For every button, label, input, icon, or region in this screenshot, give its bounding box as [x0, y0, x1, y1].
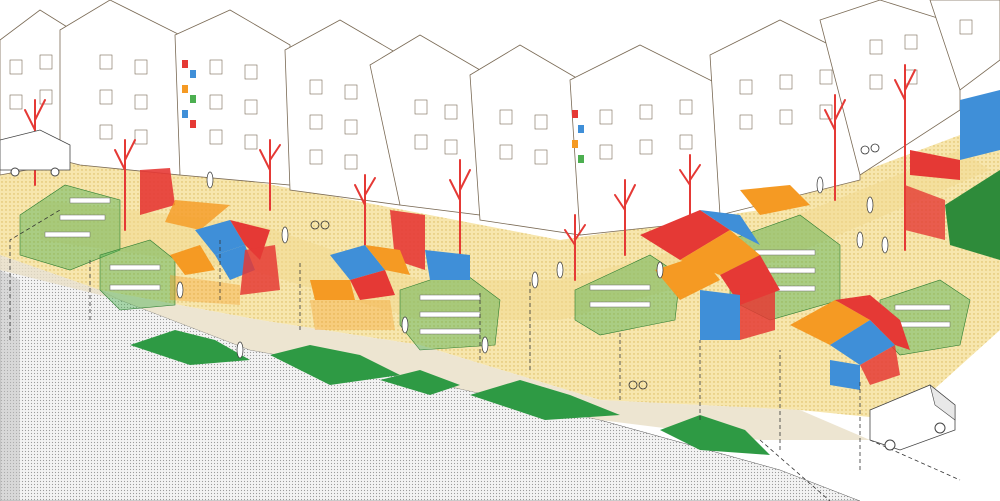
van-right [869, 384, 956, 451]
corner-kiosks [905, 90, 1000, 260]
planter-1 [19, 184, 121, 271]
apartment-block-row [0, 0, 1000, 236]
vehicles [0, 129, 956, 451]
section-dashes [9, 209, 961, 501]
building-windows [9, 19, 973, 170]
planter-4 [574, 254, 681, 336]
facade-mosaic [182, 60, 584, 163]
pavilion-center-left [310, 210, 470, 330]
planter-2 [99, 239, 176, 311]
street-trees [24, 64, 916, 281]
pavilion-center-right [640, 185, 810, 340]
green-shadow-shapes [130, 330, 770, 455]
pavilion-left [140, 168, 280, 305]
van-left [0, 129, 71, 177]
pedestrians [11, 151, 889, 359]
bicycles [310, 143, 880, 390]
pavilion-right [790, 295, 910, 390]
pavilions [140, 90, 1000, 390]
